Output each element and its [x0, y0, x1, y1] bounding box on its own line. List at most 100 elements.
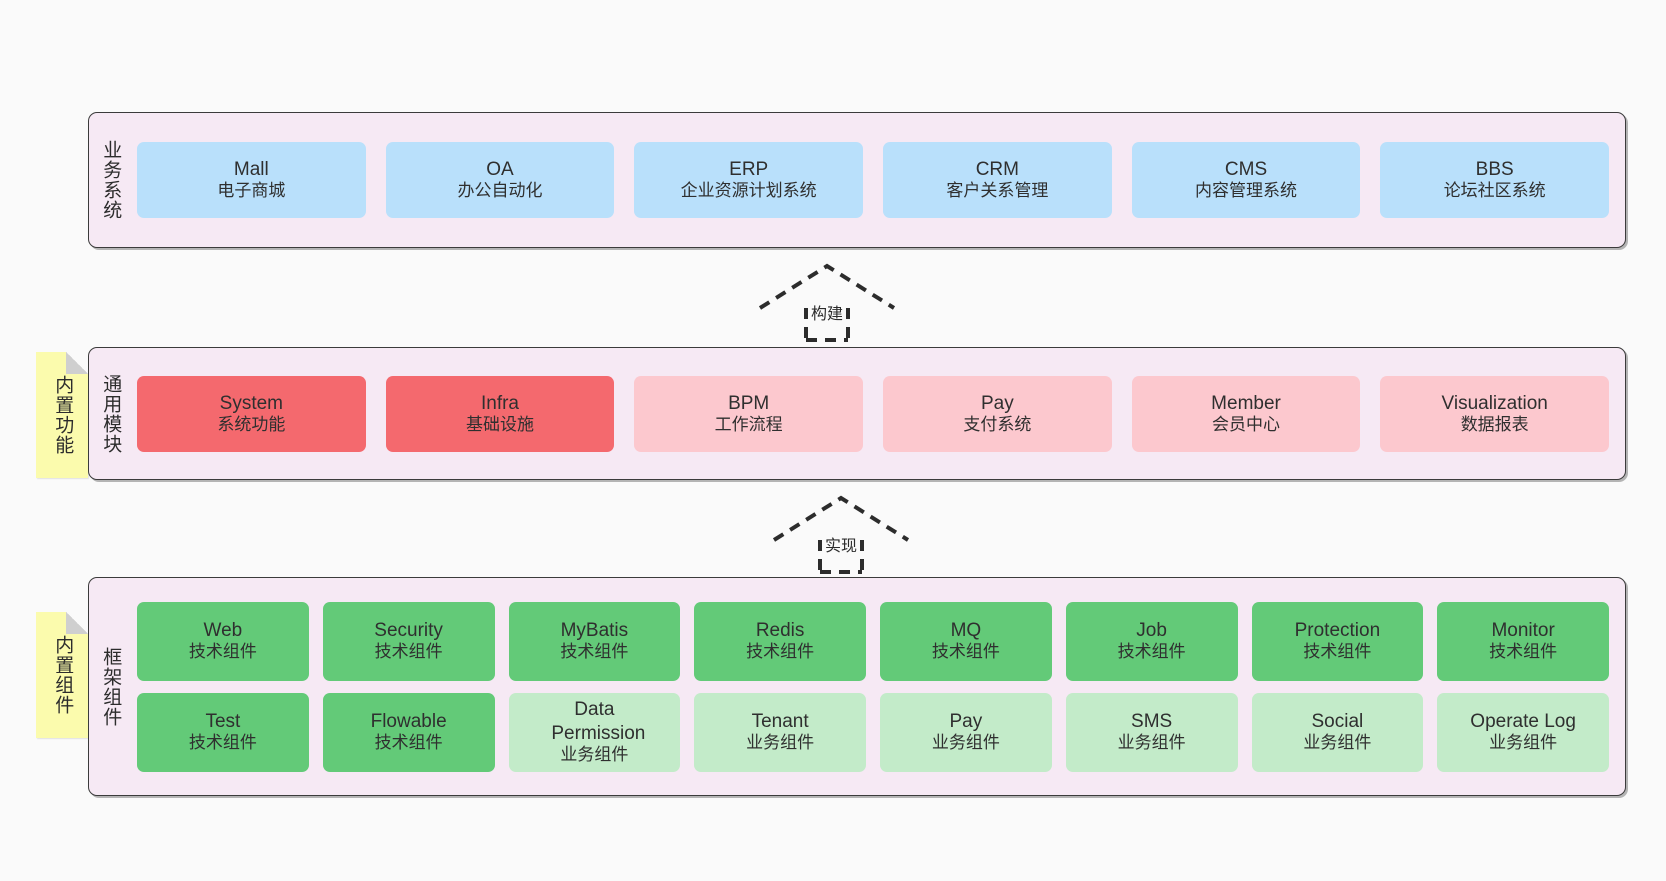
module-card-bpm[interactable]: BPM 工作流程 [634, 375, 864, 452]
card-subtitle: 数据报表 [1460, 414, 1529, 434]
card-title: Data Permission [551, 699, 646, 744]
card-subtitle: 电子商城 [217, 181, 286, 201]
framework-card-security[interactable]: Security 技术组件 [322, 601, 495, 681]
business-card-mall[interactable]: Mall 电子商城 [137, 142, 366, 218]
module-card-infra[interactable]: Infra 基础设施 [385, 375, 615, 452]
card-subtitle: 业务组件 [931, 733, 1000, 753]
framework-component-rows: Web 技术组件 Security 技术组件 MyBatis 技术组件 Redi… [131, 578, 1625, 795]
card-subtitle: 客户关系管理 [946, 181, 1049, 201]
common-module-row: System 系统功能 Infra 基础设施 BPM 工作流程 Pay 支付系统… [137, 375, 1610, 452]
module-card-member[interactable]: Member 会员中心 [1131, 375, 1361, 452]
framework-tech-row: Web 技术组件 Security 技术组件 MyBatis 技术组件 Redi… [137, 601, 1609, 681]
card-subtitle: 会员中心 [1212, 414, 1281, 434]
card-title: Flowable [370, 711, 447, 733]
card-title: OA [486, 159, 514, 181]
card-title: Job [1136, 620, 1167, 642]
card-subtitle: 业务组件 [1489, 733, 1558, 753]
module-card-system[interactable]: System 系统功能 [137, 375, 366, 452]
card-subtitle: 办公自动化 [457, 181, 543, 201]
sticky-note-label: 内置功能 [52, 375, 74, 455]
framework-component-layer-title: 框架组件 [100, 646, 122, 727]
module-card-pay[interactable]: Pay 支付系统 [883, 375, 1112, 452]
business-card-bbs[interactable]: BBS 论坛社区系统 [1380, 142, 1610, 218]
framework-card-data-permission[interactable]: Data Permission 业务组件 [508, 692, 681, 772]
card-title: Web [203, 620, 243, 642]
card-subtitle: 技术组件 [374, 733, 443, 753]
framework-card-redis[interactable]: Redis 技术组件 [694, 601, 866, 681]
card-title: Visualization [1441, 392, 1548, 414]
framework-card-web[interactable]: Web 技术组件 [137, 601, 309, 681]
card-title: Test [205, 711, 241, 733]
card-subtitle: 技术组件 [1489, 642, 1558, 662]
arrowhead-open [758, 263, 896, 310]
card-title: Tenant [751, 711, 809, 733]
card-subtitle: 技术组件 [188, 733, 257, 753]
business-system-layer-title: 业务系统 [100, 140, 122, 220]
card-title: BBS [1475, 159, 1514, 181]
card-title: System [219, 392, 284, 414]
card-subtitle: 业务组件 [1303, 733, 1372, 753]
card-subtitle: 支付系统 [963, 414, 1032, 434]
sticky-note-builtin-components: 内置组件 [36, 612, 88, 738]
framework-card-test[interactable]: Test 技术组件 [137, 692, 309, 772]
card-subtitle: 系统功能 [217, 414, 286, 434]
framework-business-row: Test 技术组件 Flowable 技术组件 Data Permission … [137, 692, 1609, 772]
card-subtitle: 技术组件 [1117, 642, 1186, 662]
connector-build: 构建 [756, 262, 898, 342]
card-subtitle: 工作流程 [714, 414, 783, 434]
card-subtitle: 业务组件 [560, 744, 629, 764]
framework-card-mybatis[interactable]: MyBatis 技术组件 [508, 601, 681, 681]
sticky-note-label: 内置组件 [52, 635, 74, 715]
framework-card-protection[interactable]: Protection 技术组件 [1251, 601, 1424, 681]
card-title: Pay [980, 392, 1014, 414]
card-title: MyBatis [560, 620, 629, 642]
card-title: Monitor [1491, 620, 1555, 642]
business-card-erp[interactable]: ERP 企业资源计划系统 [634, 142, 864, 218]
business-card-cms[interactable]: CMS 内容管理系统 [1131, 142, 1361, 218]
framework-card-job[interactable]: Job 技术组件 [1065, 601, 1238, 681]
framework-card-monitor[interactable]: Monitor 技术组件 [1437, 601, 1609, 681]
card-title: MQ [950, 620, 982, 642]
card-subtitle: 企业资源计划系统 [680, 181, 817, 201]
card-title: ERP [729, 159, 769, 181]
framework-card-operate-log[interactable]: Operate Log 业务组件 [1437, 692, 1609, 772]
business-card-oa[interactable]: OA 办公自动化 [385, 142, 615, 218]
common-module-layer: 通用模块 System 系统功能 Infra 基础设施 BPM 工作流程 Pay… [88, 347, 1626, 480]
connector-implement-label: 实现 [824, 538, 858, 555]
business-system-layer: 业务系统 Mall 电子商城 OA 办公自动化 ERP 企业资源计划系统 CRM… [88, 112, 1626, 248]
card-subtitle: 技术组件 [374, 642, 443, 662]
card-title: CMS [1224, 159, 1268, 181]
business-card-crm[interactable]: CRM 客户关系管理 [883, 142, 1112, 218]
card-subtitle: 技术组件 [746, 642, 815, 662]
card-subtitle: 技术组件 [188, 642, 257, 662]
card-title: SMS [1131, 711, 1173, 733]
framework-card-social[interactable]: Social 业务组件 [1251, 692, 1424, 772]
card-title: BPM [728, 392, 770, 414]
connector-implement: 实现 [770, 494, 912, 574]
framework-card-mq[interactable]: MQ 技术组件 [880, 601, 1052, 681]
framework-card-sms[interactable]: SMS 业务组件 [1065, 692, 1238, 772]
sticky-note-builtin-features: 内置功能 [36, 352, 88, 478]
card-title: Redis [755, 620, 805, 642]
framework-card-tenant[interactable]: Tenant 业务组件 [694, 692, 866, 772]
card-subtitle: 技术组件 [560, 642, 629, 662]
framework-card-flowable[interactable]: Flowable 技术组件 [322, 692, 495, 772]
card-title: Member [1211, 392, 1281, 414]
card-title: Mall [233, 159, 269, 181]
framework-component-layer: 框架组件 Web 技术组件 Security 技术组件 MyBatis 技术组件… [88, 577, 1626, 796]
common-module-cards: System 系统功能 Infra 基础设施 BPM 工作流程 Pay 支付系统… [131, 348, 1625, 479]
card-subtitle: 基础设施 [466, 414, 534, 434]
module-card-visualization[interactable]: Visualization 数据报表 [1380, 375, 1610, 452]
card-title: Pay [949, 711, 983, 733]
framework-card-pay[interactable]: Pay 业务组件 [880, 692, 1052, 772]
card-title: Protection [1294, 620, 1381, 642]
business-system-cards: Mall 电子商城 OA 办公自动化 ERP 企业资源计划系统 CRM 客户关系… [131, 113, 1625, 247]
arrowhead-open [772, 495, 910, 542]
card-title: CRM [975, 159, 1019, 181]
card-title: Social [1311, 711, 1364, 733]
common-module-layer-title: 通用模块 [100, 373, 122, 454]
card-subtitle: 技术组件 [931, 642, 1000, 662]
card-title: Operate Log [1470, 711, 1576, 733]
business-system-row: Mall 电子商城 OA 办公自动化 ERP 企业资源计划系统 CRM 客户关系… [137, 142, 1610, 218]
